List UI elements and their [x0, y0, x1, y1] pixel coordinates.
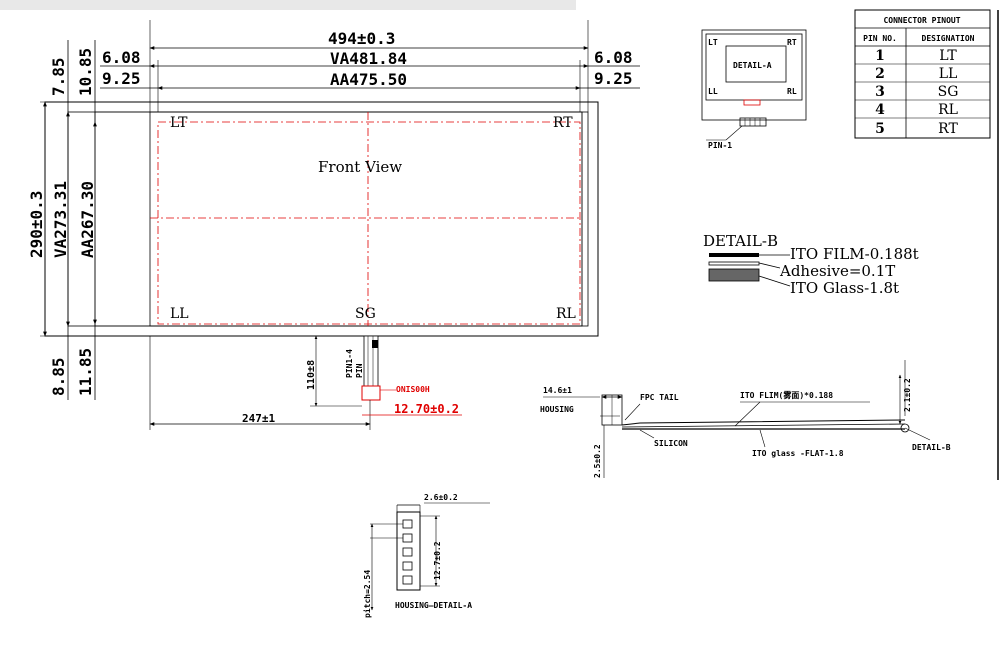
dim-tail-width: 12.70±0.2 — [394, 402, 459, 416]
side-silicon: SILICON — [654, 439, 688, 448]
pinout-row-5-pin: 5 — [875, 121, 885, 137]
dim-right-offset-inner: 9.25 — [594, 69, 633, 88]
dim-top-offset-outer: 7.85 — [49, 57, 68, 96]
fpc-tail: PIN1-4 PIN ONIS00H — [345, 335, 430, 401]
corner-label-sg: SG — [355, 306, 376, 322]
tail-red-label: ONIS00H — [396, 385, 430, 394]
side-housing: HOUSING — [540, 405, 574, 414]
detail-a-pin-label: PIN-1 — [708, 141, 732, 150]
side-height-left: 2.5±0.2 — [593, 444, 602, 478]
pinout-row-4-pin: 4 — [875, 102, 885, 118]
pinout-title: CONNECTOR PINOUT — [883, 16, 960, 25]
tail-text-2: PIN — [355, 363, 364, 378]
pinout-row-3-designation: SG — [938, 84, 959, 100]
corner-label-ll: LL — [170, 306, 189, 322]
side-detail-b: DETAIL-B — [912, 443, 951, 452]
glass-rect — [149, 111, 583, 327]
active-area-outline — [157, 121, 581, 325]
detail-a-corner-rl: RL — [787, 87, 797, 96]
detail-b-label: DETAIL-B — [703, 232, 778, 250]
dim-tail-length: 110±8 — [306, 360, 317, 390]
corner-label-rl: RL — [556, 306, 576, 322]
corner-label-rt: RT — [553, 115, 573, 131]
va-rect — [67, 111, 589, 327]
pinout-row-1-pin: 1 — [875, 48, 885, 64]
detail-a-corner-ll: LL — [708, 87, 718, 96]
housing-pitch: pitch=2.54 — [362, 570, 372, 618]
housing-length: 12.7±0.2 — [433, 541, 442, 580]
dim-bottom-offset-inner: 11.85 — [76, 348, 95, 396]
side-fpc-tail: FPC TAIL — [640, 393, 679, 402]
side-view: 14.6±1 HOUSING 2.1±0.2 2.5±0.2 FPC TAIL … — [540, 360, 951, 478]
pinout-row-1-designation: LT — [939, 48, 957, 64]
pinout-row-4-designation: RL — [938, 102, 958, 118]
dim-top-offset-inner: 10.85 — [76, 48, 95, 96]
dim-tail-position: 247±1 — [242, 412, 275, 425]
dim-va-height: VA273.31 — [51, 181, 70, 258]
dim-right-offset-outer: 6.08 — [594, 48, 633, 67]
tail-text-1: PIN1-4 — [345, 349, 354, 378]
side-ito-film: ITO FLIM(雾面)*0.188 — [740, 390, 833, 400]
front-view: LT RT LL RL SG Front View 494±0.3 VA481.… — [27, 20, 640, 430]
corner-label-lt: LT — [170, 115, 188, 131]
dim-aa-width: AA475.50 — [330, 70, 407, 89]
dim-aa-height: AA267.30 — [78, 181, 97, 258]
housing-depth: 2.6±0.2 — [424, 493, 458, 502]
detail-b-adhesive: Adhesive=0.1T — [779, 262, 895, 280]
front-view-title: Front View — [318, 158, 402, 176]
pinout-row-3-pin: 3 — [875, 84, 885, 100]
pinout-header-pin: PIN NO. — [863, 34, 897, 43]
pinout-row-5-designation: RT — [938, 121, 958, 137]
detail-b: DETAIL-B ITO FILM-0.188t Adhesive=0.1T I… — [703, 232, 919, 297]
pinout-header-designation: DESIGNATION — [922, 34, 975, 43]
connector-pinout-table: CONNECTOR PINOUT PIN NO. DESIGNATION 1 L… — [854, 9, 991, 139]
inner-rect — [94, 111, 583, 327]
housing-detail: 2.6±0.2 pitch=2.54 12.7±0.2 HOUSING—DETA… — [362, 493, 490, 618]
dim-va-width: VA481.84 — [330, 49, 407, 68]
detail-b-ito-film: ITO FILM-0.188t — [790, 245, 919, 263]
dim-left-offset-inner: 9.25 — [102, 69, 141, 88]
dim-left-offset-outer: 6.08 — [102, 48, 141, 67]
side-housing-width: 14.6±1 — [543, 386, 572, 395]
detail-a-label: DETAIL-A — [733, 61, 772, 70]
detail-b-ito-glass: ITO Glass-1.8t — [790, 279, 899, 297]
housing-detail-label: HOUSING—DETAIL-A — [395, 601, 472, 610]
pinout-row-2-designation: LL — [939, 66, 958, 82]
dim-outline-height: 290±0.3 — [27, 191, 46, 258]
detail-a: LT RT LL RL DETAIL-A PIN-1 — [701, 29, 807, 150]
pinout-row-2-pin: 2 — [875, 66, 885, 82]
side-height-right: 2.1±0.2 — [903, 378, 912, 412]
top-strip — [0, 0, 576, 10]
dim-outline-width: 494±0.3 — [328, 29, 395, 48]
detail-a-corner-rt: RT — [787, 38, 797, 47]
side-ito-glass: ITO glass -FLAT-1.8 — [752, 449, 844, 458]
outline-rect — [44, 101, 599, 337]
dim-bottom-offset-outer: 8.85 — [49, 357, 68, 396]
detail-a-corner-lt: LT — [708, 38, 718, 47]
